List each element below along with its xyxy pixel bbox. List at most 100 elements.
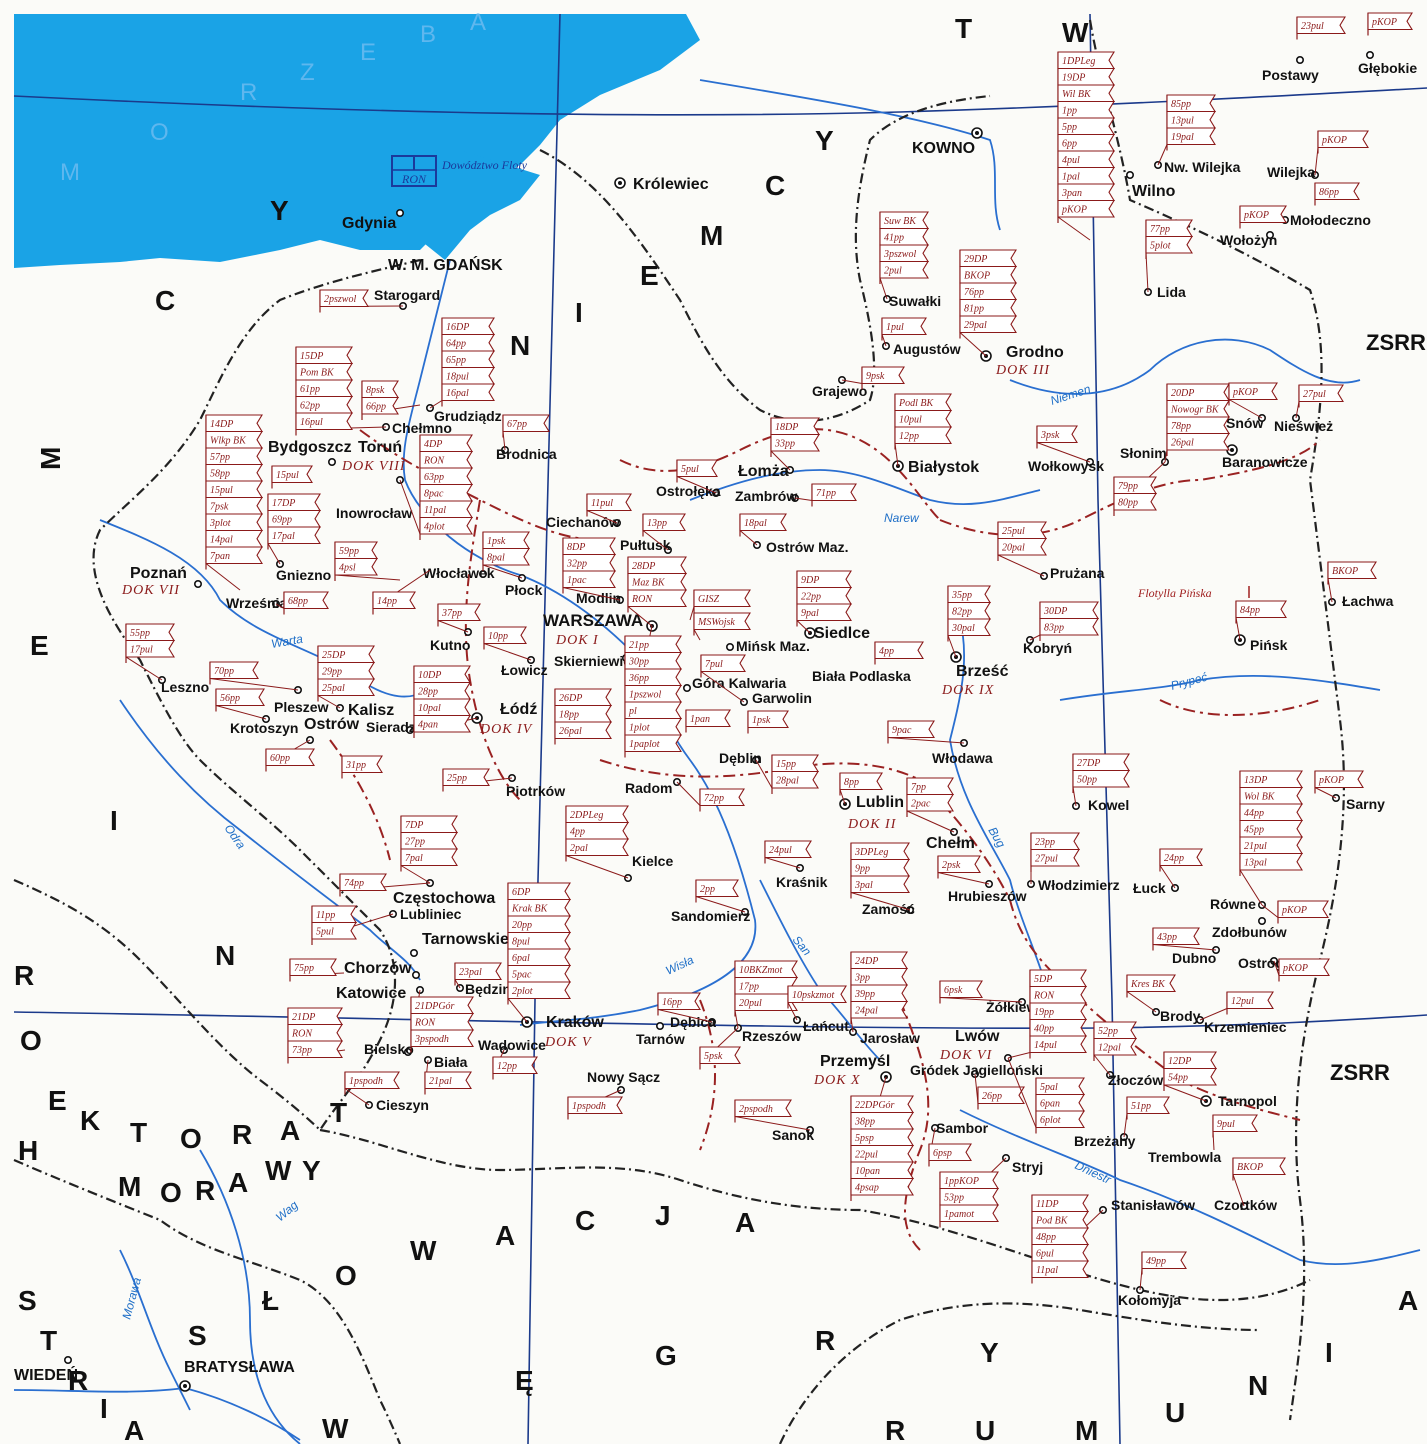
city-label: Suwałki (889, 293, 941, 309)
city-label: Hrubieszów (948, 888, 1027, 904)
unit-label: 11pal (1036, 1265, 1058, 1276)
region-letter: A (1398, 1285, 1418, 1316)
city-label: Mołodeczno (1290, 212, 1371, 228)
city-label: Góra Kalwaria (692, 675, 786, 691)
flag-cell (1367, 12, 1413, 31)
city-label: Grajewo (812, 383, 867, 399)
flag-cell (205, 496, 263, 515)
flag-cell (1239, 852, 1303, 871)
unit-label: 28pal (776, 776, 799, 787)
region-letter: R (14, 960, 34, 991)
flag-connector (1152, 944, 1217, 951)
city-label: Złoczów (1108, 1072, 1163, 1088)
unit-label: 48pp (1036, 1232, 1056, 1243)
dok-boundary (464, 499, 521, 801)
unit-label: 8DP (567, 542, 585, 553)
unit-label: 18pul (446, 372, 469, 383)
flag-cell (1029, 985, 1087, 1004)
city-leszno: Leszno (158, 675, 209, 695)
city-jaroslaw: Jarosław (848, 1028, 920, 1046)
region-letter: T (130, 1117, 147, 1148)
unit-flag: 5pul (676, 459, 718, 494)
river-label: Wisła (663, 953, 696, 978)
unit-label: 4DP (424, 439, 442, 450)
city-bratyslawa: BRATYSŁAWA (179, 1359, 295, 1392)
region-letter: J (655, 1200, 671, 1231)
flag-cell (339, 873, 387, 892)
flag-cell (410, 1012, 474, 1031)
flag-cell (441, 317, 495, 336)
city-nieswiez: Nieśwież (1274, 413, 1333, 434)
river-prypec (1059, 674, 1381, 701)
unit-label: 25DP (322, 650, 345, 661)
flag-cell (624, 717, 682, 736)
unit-label: 8pp (844, 777, 859, 788)
city-label: Prużana (1050, 565, 1105, 581)
unit-label: 24DP (855, 956, 878, 967)
flag-cell (657, 992, 701, 1011)
city-label: Częstochowa (393, 890, 495, 907)
flag-cell (624, 684, 682, 703)
unit-label: 1pp (1062, 106, 1077, 117)
flag-cell (271, 465, 313, 484)
unit-flag: pKOP (1367, 12, 1413, 36)
unit-label: pKOP (1321, 135, 1347, 146)
city-label: Brzeżany (1074, 1133, 1136, 1149)
unit-label: 29pal (964, 320, 987, 331)
flag-connector (125, 656, 163, 681)
flag-cell (565, 805, 629, 824)
fleet-unit-label: RON (401, 172, 427, 186)
unit-label: 5psp (855, 1133, 874, 1144)
flag-cell (419, 434, 473, 453)
unit-label: 10pal (418, 703, 441, 714)
city-label: Dubno (1172, 950, 1216, 966)
flag-cell (928, 1143, 972, 1162)
city-label: Grudziądz (434, 408, 502, 424)
unit-flag: 24pul (764, 840, 812, 869)
unit-flag: 6psk (939, 980, 1023, 1004)
city-label: Inowrocław (336, 505, 412, 521)
flag-cell (1057, 84, 1115, 103)
flag-cell (267, 493, 321, 512)
unit-label: 5pal (1040, 1082, 1058, 1093)
flag-cell (1166, 110, 1216, 129)
unit-label: 2psk (942, 860, 961, 871)
flag-cell (997, 537, 1047, 556)
flag-cell (483, 626, 527, 645)
flag-connector (1228, 399, 1263, 419)
flag-connector (755, 759, 773, 789)
region-letter: T (330, 1097, 347, 1128)
flag-connector (344, 1088, 370, 1106)
unit-label: 27pul (1303, 389, 1326, 400)
flag-cell (1228, 382, 1278, 401)
flotilla-pinsk: Flotylla Pińska (1137, 586, 1250, 600)
flag-connector (657, 1009, 713, 1023)
flag-cell (939, 1171, 999, 1190)
flag-cell (1277, 900, 1329, 919)
unit-label: 68pp (288, 596, 308, 607)
flag-connector (850, 1017, 854, 1033)
flag-connector (676, 476, 717, 494)
region-letter: Y (270, 195, 289, 226)
city-label: Lwów (955, 1028, 1000, 1045)
flag-cell (565, 821, 629, 840)
city-ostrow: Ostrów (304, 716, 360, 744)
flag-cell (1232, 1157, 1286, 1176)
flag-cell (1152, 927, 1200, 946)
unit-flag: 70pp (209, 661, 299, 691)
unit-flag: 72pp (676, 781, 745, 812)
unit-label: 13pal (1244, 858, 1267, 869)
unit-flag: 18pal (739, 513, 787, 546)
border-east (1088, 19, 1346, 1421)
region-letter: U (1165, 1397, 1185, 1428)
unit-label: Nowogr BK (1170, 405, 1220, 416)
city-pultusk: Pułtusk (620, 537, 672, 554)
flag-cell (586, 493, 632, 512)
flag-connector (586, 510, 618, 524)
unit-label: 11pul (591, 498, 613, 509)
